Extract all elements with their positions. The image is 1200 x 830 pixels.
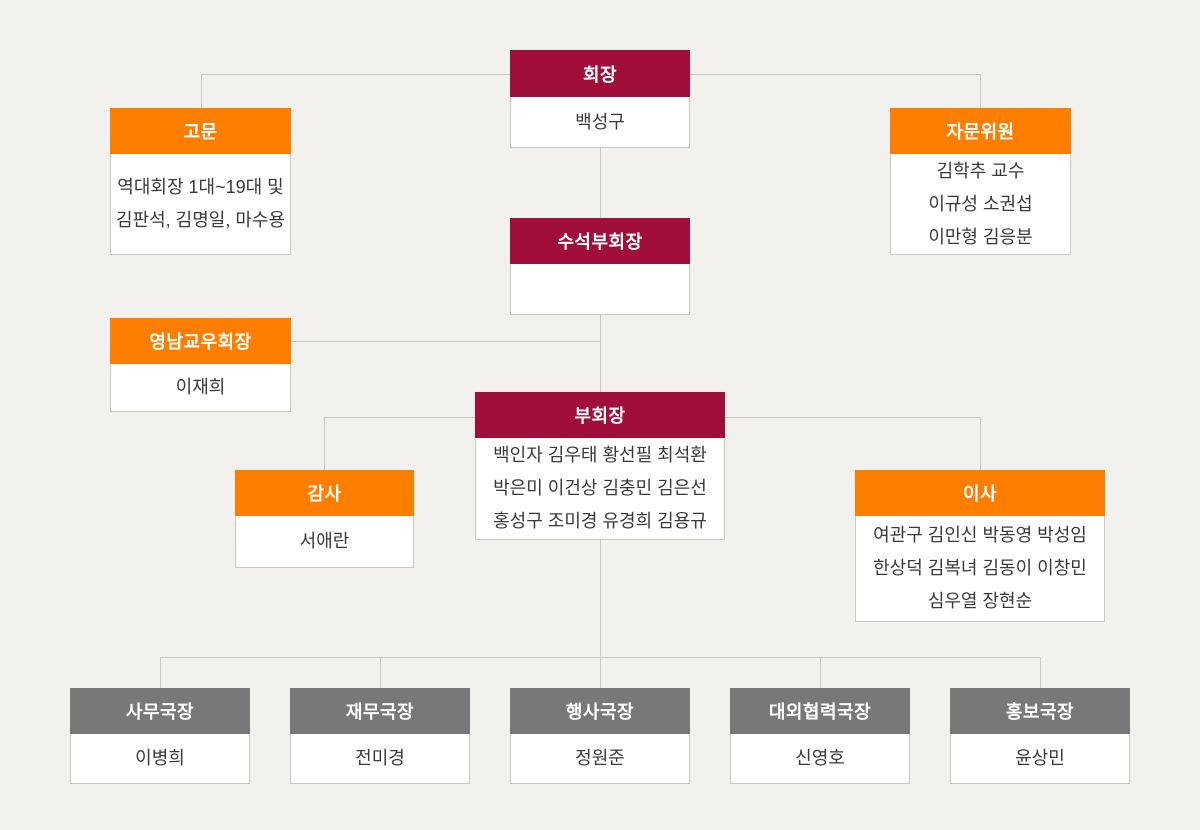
member-line: 이만형 김응분 [928,226,1033,247]
connector-advisory-drop [980,74,981,108]
node-title: 행사국장 [510,688,690,734]
node-body: 신영호 [730,734,910,784]
org-node-events-director: 행사국장 정원준 [510,688,690,784]
member-line: 심우열 장현순 [927,591,1033,611]
member-line: 홍성구 조미경 유경희 김용규 [493,511,707,531]
org-node-general-affairs-director: 사무국장 이병희 [70,688,250,784]
connector-auditor-branch [324,417,475,418]
connector-vp-departments [600,540,601,657]
org-node-senior-vice-chairman: 수석부회장 [510,218,690,315]
connector-dept5-drop [1040,657,1041,688]
node-title: 수석부회장 [510,218,690,264]
node-title: 대외협력국장 [730,688,910,734]
connector-advisor-drop [201,74,202,108]
org-node-advisory-committee: 자문위원 김학추 교수 이규성 소권섭 이만형 김응분 [890,108,1071,255]
node-title: 감사 [235,470,414,516]
node-title: 부회장 [475,392,725,438]
node-title: 사무국장 [70,688,250,734]
node-body: 서애란 [235,516,414,568]
connector-yeongnam-branch [291,341,600,342]
node-body: 역대회장 1대~19대 및 김판석, 김명일, 마수용 [110,154,291,255]
connector-dept4-drop [820,657,821,688]
member-name: 전미경 [355,748,405,768]
connector-directors-drop [980,417,981,470]
connector-chairman-seniorvp [600,148,601,218]
node-body: 백인자 김우태 황선필 최석환 박은미 이건상 김충민 김은선 홍성구 조미경 … [475,438,725,540]
connector-auditor-drop [324,417,325,470]
member-name: 이병희 [135,748,185,768]
connector-dept2-drop [380,657,381,688]
connector-dept1-drop [160,657,161,688]
member-line: 김판석, 김명일, 마수용 [115,210,286,230]
node-title: 홍보국장 [950,688,1130,734]
connector-seniorvp-vp [600,315,601,392]
org-node-finance-director: 재무국장 전미경 [290,688,470,784]
node-title: 재무국장 [290,688,470,734]
member-name: 정원준 [575,748,625,768]
node-body [510,264,690,315]
member-line: 역대회장 1대~19대 및 [117,177,284,197]
node-title: 고문 [110,108,291,154]
node-body: 백성구 [510,97,690,148]
org-node-auditor: 감사 서애란 [235,470,414,568]
connector-directors-branch [725,417,980,418]
node-body: 여관구 김인신 박동영 박성임 한상덕 김복녀 김동이 이창민 심우열 장현순 [855,516,1105,622]
member-line: 한상덕 김복녀 김동이 이창민 [873,558,1087,578]
member-name: 이재희 [175,377,226,397]
member-line: 여관구 김인신 박동영 박성임 [873,525,1087,545]
member-line: 김학추 교수 [936,160,1025,181]
org-node-advisor: 고문 역대회장 1대~19대 및 김판석, 김명일, 마수용 [110,108,291,255]
member-name: 서애란 [299,531,350,551]
node-body: 정원준 [510,734,690,784]
node-body: 이병희 [70,734,250,784]
node-title: 자문위원 [890,108,1071,154]
node-body: 전미경 [290,734,470,784]
member-name: 윤상민 [1015,748,1065,768]
org-node-chairman: 회장 백성구 [510,50,690,148]
org-node-directors: 이사 여관구 김인신 박동영 박성임 한상덕 김복녀 김동이 이창민 심우열 장… [855,470,1105,622]
org-node-vice-chairman: 부회장 백인자 김우태 황선필 최석환 박은미 이건상 김충민 김은선 홍성구 … [475,392,725,540]
node-body: 이재희 [110,364,291,412]
member-line: 박은미 이건상 김충민 김은선 [493,478,707,498]
org-node-yeongnam-chapter-chairman: 영남교우회장 이재희 [110,318,291,412]
node-title: 이사 [855,470,1105,516]
connector-dept3-drop [600,657,601,688]
node-title: 회장 [510,50,690,97]
member-line: 이규성 소권섭 [928,193,1033,214]
member-name: 백성구 [575,111,625,132]
node-title: 영남교우회장 [110,318,291,364]
member-name: 신영호 [795,748,845,768]
org-node-external-cooperation-director: 대외협력국장 신영호 [730,688,910,784]
member-line: 백인자 김우태 황선필 최석환 [493,445,707,465]
org-node-public-relations-director: 홍보국장 윤상민 [950,688,1130,784]
node-body: 윤상민 [950,734,1130,784]
node-body: 김학추 교수 이규성 소권섭 이만형 김응분 [890,154,1071,255]
